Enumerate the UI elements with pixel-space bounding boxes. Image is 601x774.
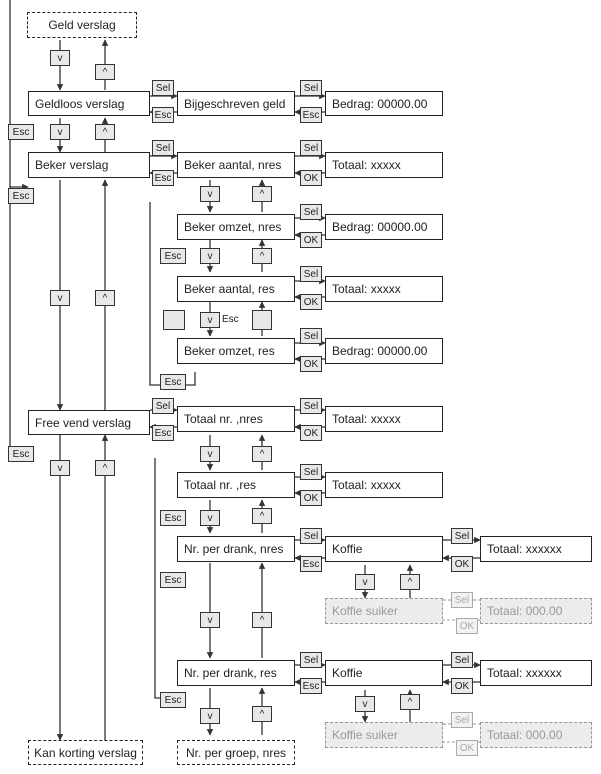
node-free-vend-verslag: Free vend verslag [28,410,150,435]
up-key: ^ [95,290,115,306]
esc-label: Esc [222,314,239,325]
sel-key: Sel [152,398,174,414]
esc-key: Esc [152,170,174,186]
blank-key [163,310,185,330]
node-totaal-nr-res: Totaal nr. ,res [177,472,295,498]
node-bijgeschreven-geld: Bijgeschreven geld [177,91,295,116]
sel-key: Sel [451,528,473,544]
down-key: v [355,696,375,712]
sel-key: Sel [152,140,174,156]
node-totaal-8: Totaal: 000.00 [480,722,592,748]
up-key: ^ [252,508,272,524]
node-totaal-7: Totaal: xxxxxx [480,660,592,686]
node-beker-aantal-res: Beker aantal, res [177,276,295,302]
sel-key: Sel [451,592,473,608]
ok-key: OK [451,678,473,694]
node-totaal-6: Totaal: 000.00 [480,598,592,624]
node-geldloos-verslag: Geldloos verslag [28,91,150,116]
sel-key: Sel [451,712,473,728]
node-beker-omzet-res: Beker omzet, res [177,338,295,364]
ok-key: OK [300,232,322,248]
esc-key: Esc [160,374,186,390]
up-key: ^ [252,186,272,202]
esc-key: Esc [152,107,174,123]
esc-key: Esc [300,678,322,694]
down-key: v [50,124,70,140]
ok-key: OK [300,294,322,310]
up-key: ^ [95,124,115,140]
down-key: v [200,510,220,526]
ok-key: OK [300,425,322,441]
up-key: ^ [400,574,420,590]
esc-key: Esc [300,107,322,123]
blank-key [252,310,272,330]
node-nr-per-groep-nres: Nr. per groep, nres [177,740,295,765]
down-key: v [200,612,220,628]
sel-key: Sel [300,464,322,480]
node-beker-omzet-nres: Beker omzet, nres [177,214,295,240]
sel-key: Sel [300,328,322,344]
ok-key: OK [300,490,322,506]
node-bedrag-1: Bedrag: 00000.00 [325,91,443,116]
up-key: ^ [252,446,272,462]
sel-key: Sel [152,80,174,96]
ok-key: OK [300,356,322,372]
node-geld-verslag: Geld verslag [27,12,137,38]
down-key: v [50,50,70,66]
sel-key: Sel [300,204,322,220]
up-key: ^ [95,64,115,80]
esc-key: Esc [160,248,186,264]
esc-key: Esc [160,572,186,588]
up-key: ^ [252,612,272,628]
down-key: v [200,248,220,264]
node-beker-verslag: Beker verslag [28,152,150,178]
up-key: ^ [252,248,272,264]
esc-key: Esc [160,510,186,526]
esc-key: Esc [152,425,174,441]
node-nr-per-drank-nres: Nr. per drank, nres [177,536,295,562]
node-nr-per-drank-res: Nr. per drank, res [177,660,295,686]
esc-key: Esc [300,556,322,572]
esc-key: Esc [8,446,34,462]
node-totaal-4: Totaal: xxxxx [325,472,443,498]
down-key: v [355,574,375,590]
node-kan-korting-verslag: Kan korting verslag [28,740,143,765]
node-totaal-1: Totaal: xxxxx [325,152,443,178]
esc-key: Esc [8,124,34,140]
down-key: v [200,186,220,202]
sel-key: Sel [300,398,322,414]
node-koffie-1: Koffie [325,536,443,562]
down-key: v [200,312,220,328]
node-bedrag-3: Bedrag: 00000.00 [325,338,443,364]
node-totaal-5: Totaal: xxxxxx [480,536,592,562]
down-key: v [200,446,220,462]
sel-key: Sel [300,652,322,668]
node-koffie-suiker-2: Koffie suiker [325,722,443,748]
ok-key: OK [456,740,478,756]
ok-key: OK [456,618,478,634]
up-key: ^ [95,460,115,476]
ok-key: OK [300,170,322,186]
node-totaal-nr-nres: Totaal nr. ,nres [177,406,295,432]
down-key: v [50,460,70,476]
sel-key: Sel [300,528,322,544]
esc-key: Esc [8,188,34,204]
node-totaal-2: Totaal: xxxxx [325,276,443,302]
esc-key: Esc [160,692,186,708]
node-beker-aantal-nres: Beker aantal, nres [177,152,295,178]
up-key: ^ [252,706,272,722]
down-key: v [50,290,70,306]
node-koffie-suiker-1: Koffie suiker [325,598,443,624]
node-koffie-2: Koffie [325,660,443,686]
node-bedrag-2: Bedrag: 00000.00 [325,214,443,240]
up-key: ^ [400,694,420,710]
sel-key: Sel [300,266,322,282]
ok-key: OK [451,556,473,572]
down-key: v [200,708,220,724]
sel-key: Sel [300,140,322,156]
sel-key: Sel [300,80,322,96]
node-totaal-3: Totaal: xxxxx [325,406,443,432]
sel-key: Sel [451,652,473,668]
